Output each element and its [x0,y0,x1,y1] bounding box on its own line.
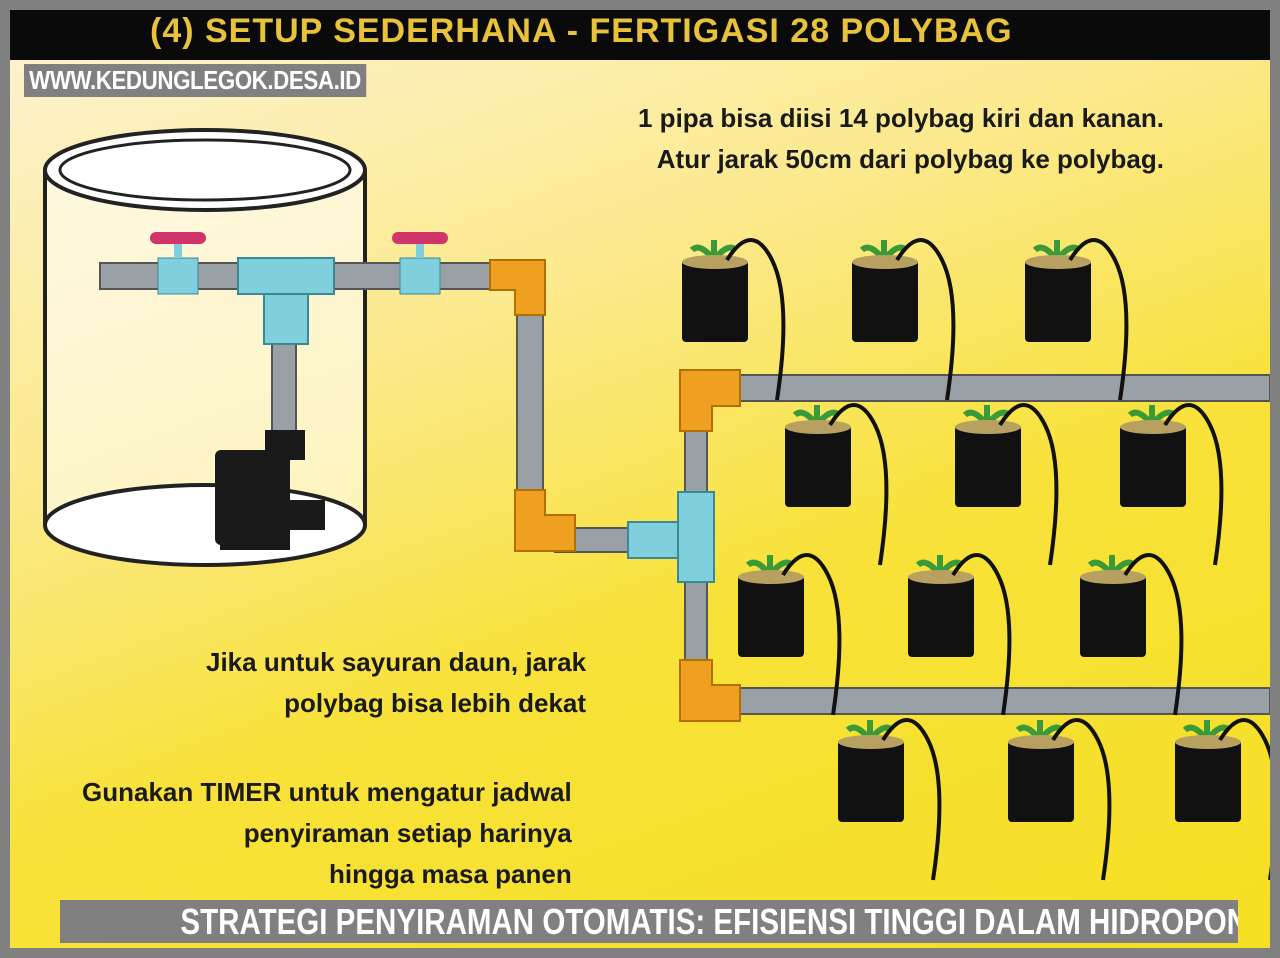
water-pump [215,430,325,550]
polybag [1080,553,1184,716]
note-timer-suffix: untuk mengatur jadwal [281,777,572,807]
note-top-line-2: Atur jarak 50cm dari polybag ke polybag. [656,144,1164,174]
water-tank [43,128,367,567]
note-timer-bold: TIMER [200,777,282,807]
note-leafy-line-2: polybag bisa lebih dekat [284,688,587,718]
polybag [1025,238,1129,401]
note-timer-line-3: hingga masa panen [329,859,572,889]
polybag [785,403,889,566]
elbow-fittings [489,259,741,722]
caption-banner: STRATEGI PENYIRAMAN OTOMATIS: EFISIENSI … [60,900,1238,943]
valve-handle-icon [150,232,206,244]
polybag [738,553,842,716]
polybag [908,553,1012,716]
note-top-line-1: 1 pipa bisa diisi 14 polybag kiri dan ka… [638,103,1164,133]
polybag [852,238,956,401]
polybags [682,238,1270,881]
note-timer-prefix: Gunakan [82,777,201,807]
polybag [1008,718,1112,881]
note-top: 1 pipa bisa diisi 14 polybag kiri dan ka… [638,98,1164,180]
site-watermark: WWW.KEDUNGLEGOK.DESA.ID [24,64,367,97]
note-timer-line-2: penyiraman setiap harinya [243,818,572,848]
note-timer: Gunakan TIMER untuk mengatur jadwal peny… [82,772,572,895]
polybag [1175,718,1270,880]
polybag [955,403,1059,566]
tee-fittings [237,257,715,583]
note-leafy: Jika untuk sayuran daun, jarak polybag b… [206,642,586,724]
valve-handle-icon [392,232,448,244]
header-bar: (4) SETUP SEDERHANA - FERTIGASI 28 POLYB… [10,10,1270,60]
polybag [838,718,942,881]
fertigation-diagram [43,128,1270,881]
polybag [682,238,786,401]
valves [150,232,448,295]
caption-text: STRATEGI PENYIRAMAN OTOMATIS: EFISIENSI … [180,901,1238,942]
note-leafy-line-1: Jika untuk sayuran daun, jarak [206,647,587,677]
infographic: (4) SETUP SEDERHANA - FERTIGASI 28 POLYB… [10,10,1270,948]
header-title: (4) SETUP SEDERHANA - FERTIGASI 28 POLYB… [150,12,1013,50]
polybag [1120,403,1224,566]
